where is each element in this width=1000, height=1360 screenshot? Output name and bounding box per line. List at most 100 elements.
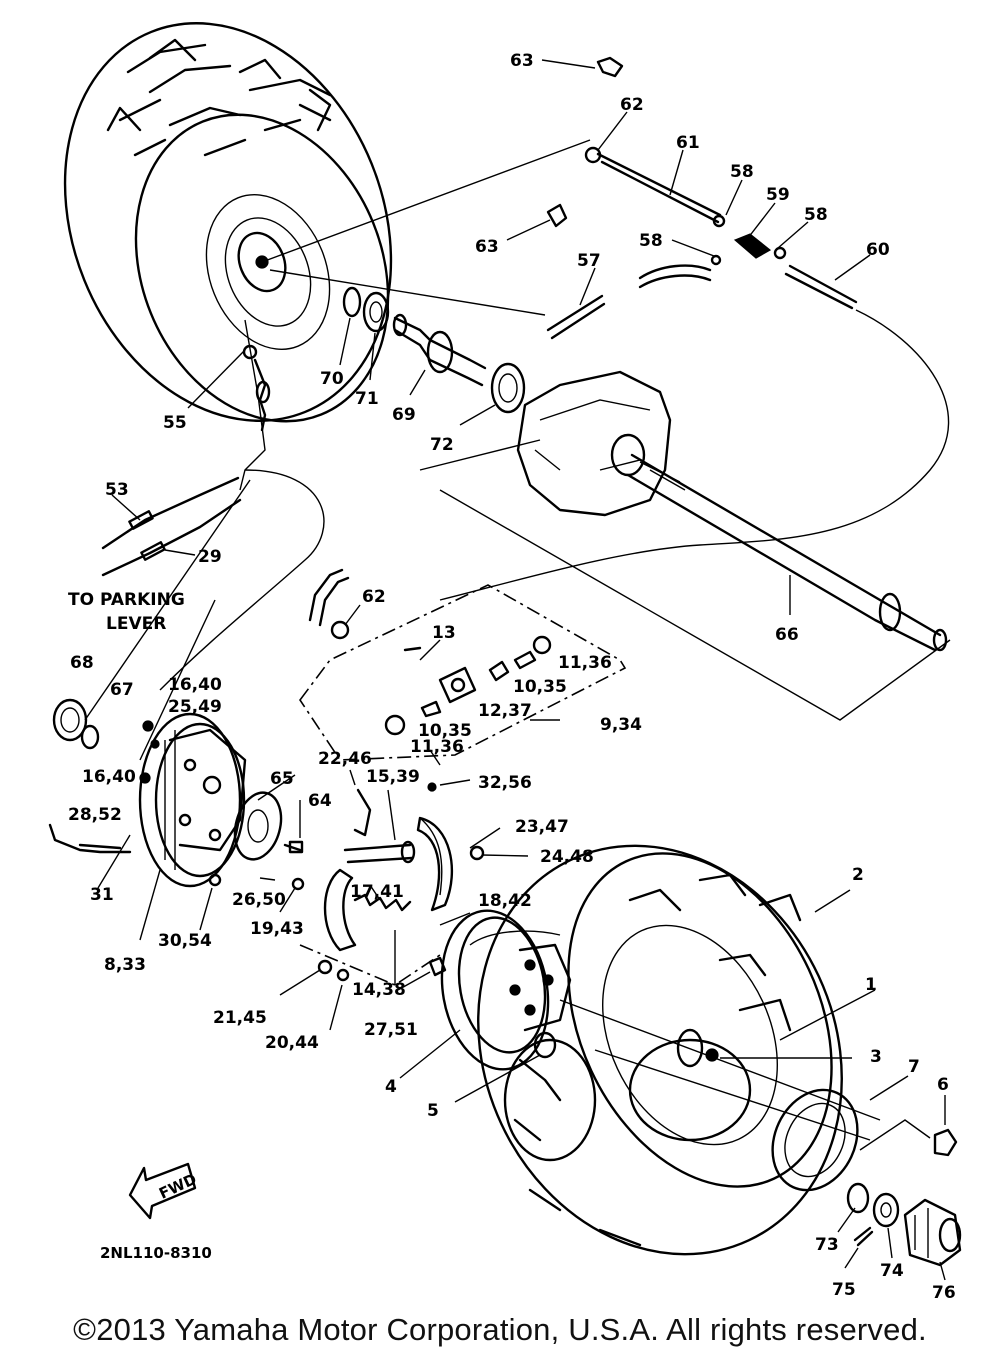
- part-label: 25,49: [168, 697, 222, 717]
- castle-nut-74: [872, 1192, 900, 1228]
- brake-drum-4: [440, 909, 572, 1071]
- part-label: 30,54: [158, 931, 212, 951]
- part-label: 5: [427, 1101, 439, 1121]
- nut-3: [705, 1048, 719, 1062]
- gasket-65: [233, 791, 283, 861]
- part-label: 68: [70, 653, 94, 673]
- part-label: 60: [866, 240, 890, 260]
- bearing-72: [490, 362, 526, 414]
- part-label: 23,47: [515, 817, 569, 837]
- brake-shoe-right: [416, 816, 453, 912]
- part-label: 27,51: [364, 1020, 418, 1040]
- part-label: 22,46: [318, 749, 372, 769]
- brake-panel-8-33: [138, 712, 247, 888]
- part-label: 15,39: [366, 767, 420, 787]
- brake-hose-62: [308, 568, 350, 640]
- part-label: 17,41: [350, 882, 404, 902]
- springs-17-41: [353, 893, 412, 912]
- bearing-71: [362, 291, 390, 333]
- part-label: 16,40: [82, 767, 136, 787]
- part-label: 7: [908, 1057, 920, 1077]
- master-cylinder-group-box: [299, 584, 627, 761]
- part-label: 18,42: [478, 891, 532, 911]
- part-label: 9,34: [600, 715, 642, 735]
- part-label: 58: [804, 205, 828, 225]
- part-label: 57: [577, 251, 601, 271]
- brake-cam-15-39: [343, 840, 416, 864]
- drawing-code: 2NL110-8310: [100, 1244, 212, 1262]
- part-label: 58: [730, 162, 754, 182]
- small-parts: [208, 782, 485, 982]
- part-label: 26,50: [232, 890, 286, 910]
- left-rear-tire: [63, 22, 393, 423]
- part-label: 73: [815, 1235, 839, 1255]
- part-label: 67: [110, 680, 134, 700]
- nut-6: [859, 1119, 958, 1157]
- hub-1: [676, 1028, 704, 1068]
- part-label: 10,35: [418, 721, 472, 741]
- part-label: 64: [308, 791, 332, 811]
- part-label: 32,56: [478, 773, 532, 793]
- part-label: 4: [385, 1077, 397, 1097]
- part-label: 3: [870, 1047, 882, 1067]
- part-label: 1: [865, 975, 877, 995]
- part-label: 14,38: [352, 980, 406, 1000]
- brake-fittings: [48, 720, 160, 854]
- hub-shaft-69: [392, 313, 487, 387]
- part-label: 19,43: [250, 919, 304, 939]
- spacer-5: [533, 1031, 557, 1059]
- part-label: 53: [105, 480, 129, 500]
- part-label: 63: [510, 51, 534, 71]
- copyright-notice: ©2013 Yamaha Motor Corporation, U.S.A. A…: [73, 1312, 927, 1347]
- fwd-arrow-icon: [128, 1162, 197, 1220]
- breather-hoses: [439, 56, 950, 601]
- part-label: 62: [362, 587, 386, 607]
- pin-64: [283, 840, 304, 854]
- part-label: 16,40: [168, 675, 222, 695]
- final-drive-housing: [516, 370, 672, 517]
- part-label: 8,33: [104, 955, 146, 975]
- part-label: 11,36: [410, 737, 464, 757]
- part-label: 24,48: [540, 847, 594, 867]
- parking-lever-note-line2: LEVER: [106, 614, 166, 634]
- brake-cables: [101, 469, 325, 691]
- part-label: 2: [852, 865, 864, 885]
- part-label: 21,45: [213, 1008, 267, 1028]
- brake-shoe-left: [323, 868, 357, 952]
- part-label: 31: [90, 885, 114, 905]
- part-label: 71: [355, 389, 379, 409]
- part-label: 61: [676, 133, 700, 153]
- part-label: 10,35: [513, 677, 567, 697]
- part-label: 70: [320, 369, 344, 389]
- part-label: 28,52: [68, 805, 122, 825]
- part-label: 75: [832, 1280, 856, 1300]
- part-labels: 63 62 61 58 59 58 63 58 57 60 70 71 69 7…: [68, 51, 956, 1300]
- right-rear-tire: [477, 844, 843, 1256]
- part-label: 66: [775, 625, 799, 645]
- washer-73: [846, 1182, 870, 1214]
- rear-axle-66: [626, 453, 948, 652]
- part-label: 13: [432, 623, 456, 643]
- part-label: 69: [392, 405, 416, 425]
- part-label: 59: [766, 185, 790, 205]
- o-ring-67: [80, 724, 100, 750]
- cotter-pin-75: [853, 1226, 874, 1247]
- brake-lever-22-46: [353, 788, 372, 837]
- part-label: 20,44: [265, 1033, 319, 1053]
- oil-seal-70: [342, 286, 362, 318]
- part-label: 29: [198, 547, 222, 567]
- exploded-parts-diagram: FWD 2NL110-8310 TO PARKING LEVER: [48, 22, 962, 1300]
- part-label: 11,36: [558, 653, 612, 673]
- part-label: 6: [937, 1075, 949, 1095]
- part-label: 62: [620, 95, 644, 115]
- part-label: 58: [639, 231, 663, 251]
- part-label: 65: [270, 769, 294, 789]
- dust-cover-7: [771, 1088, 859, 1192]
- part-label: 63: [475, 237, 499, 257]
- part-label: 12,37: [478, 701, 532, 721]
- parking-lever-note-line1: TO PARKING: [68, 590, 185, 610]
- part-label: 74: [880, 1261, 904, 1281]
- oil-seal-68: [52, 698, 88, 742]
- part-label: 72: [430, 435, 454, 455]
- hub-cap-76: [903, 1198, 962, 1267]
